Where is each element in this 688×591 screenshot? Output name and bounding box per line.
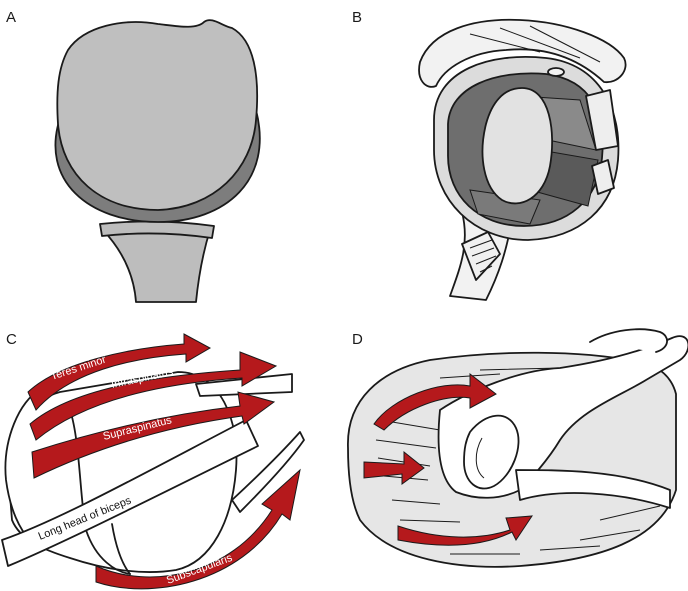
- supraspinatus-arrow: [31, 391, 276, 479]
- acromion-tip: [589, 328, 668, 353]
- teres-minor-arrow: [27, 333, 212, 411]
- panel-a-letter: A: [6, 9, 16, 26]
- lateral-border: [515, 469, 671, 509]
- head-internal-line-2: [111, 523, 131, 575]
- humeral-head: [56, 19, 259, 211]
- arrow-middle: [363, 450, 425, 485]
- acromion-lines: [469, 25, 601, 63]
- panel-a: A: [6, 9, 261, 303]
- arrow-lower: [397, 515, 533, 546]
- humerus-shaft: [102, 229, 211, 303]
- biceps-stump-lines: [469, 239, 497, 273]
- biceps-tendon: [1, 419, 259, 567]
- arrow-upper: [373, 372, 497, 431]
- glenoid-d-shadow: [475, 437, 485, 479]
- glenoid-d: [463, 414, 520, 490]
- panel-b-letter: B: [352, 9, 362, 26]
- panel-d: D: [347, 328, 688, 568]
- small-tendon-oval: [547, 67, 565, 77]
- panel-c-letter: C: [6, 331, 17, 348]
- panel-c: C Long head of biceps Teres minor Infras…: [1, 331, 305, 590]
- right-tendon: [231, 431, 305, 513]
- subscapularis-arrow: [95, 468, 301, 590]
- biceps-stump: [461, 231, 501, 281]
- infraspinatus-arrow: [29, 351, 278, 441]
- tendon-stump-upper: [585, 89, 619, 151]
- tendon-stump-lower: [591, 159, 615, 195]
- panel-b: B: [352, 9, 627, 301]
- panel-d-letter: D: [352, 331, 363, 348]
- acromion: [418, 18, 627, 88]
- glenoid-fossa: [481, 87, 553, 205]
